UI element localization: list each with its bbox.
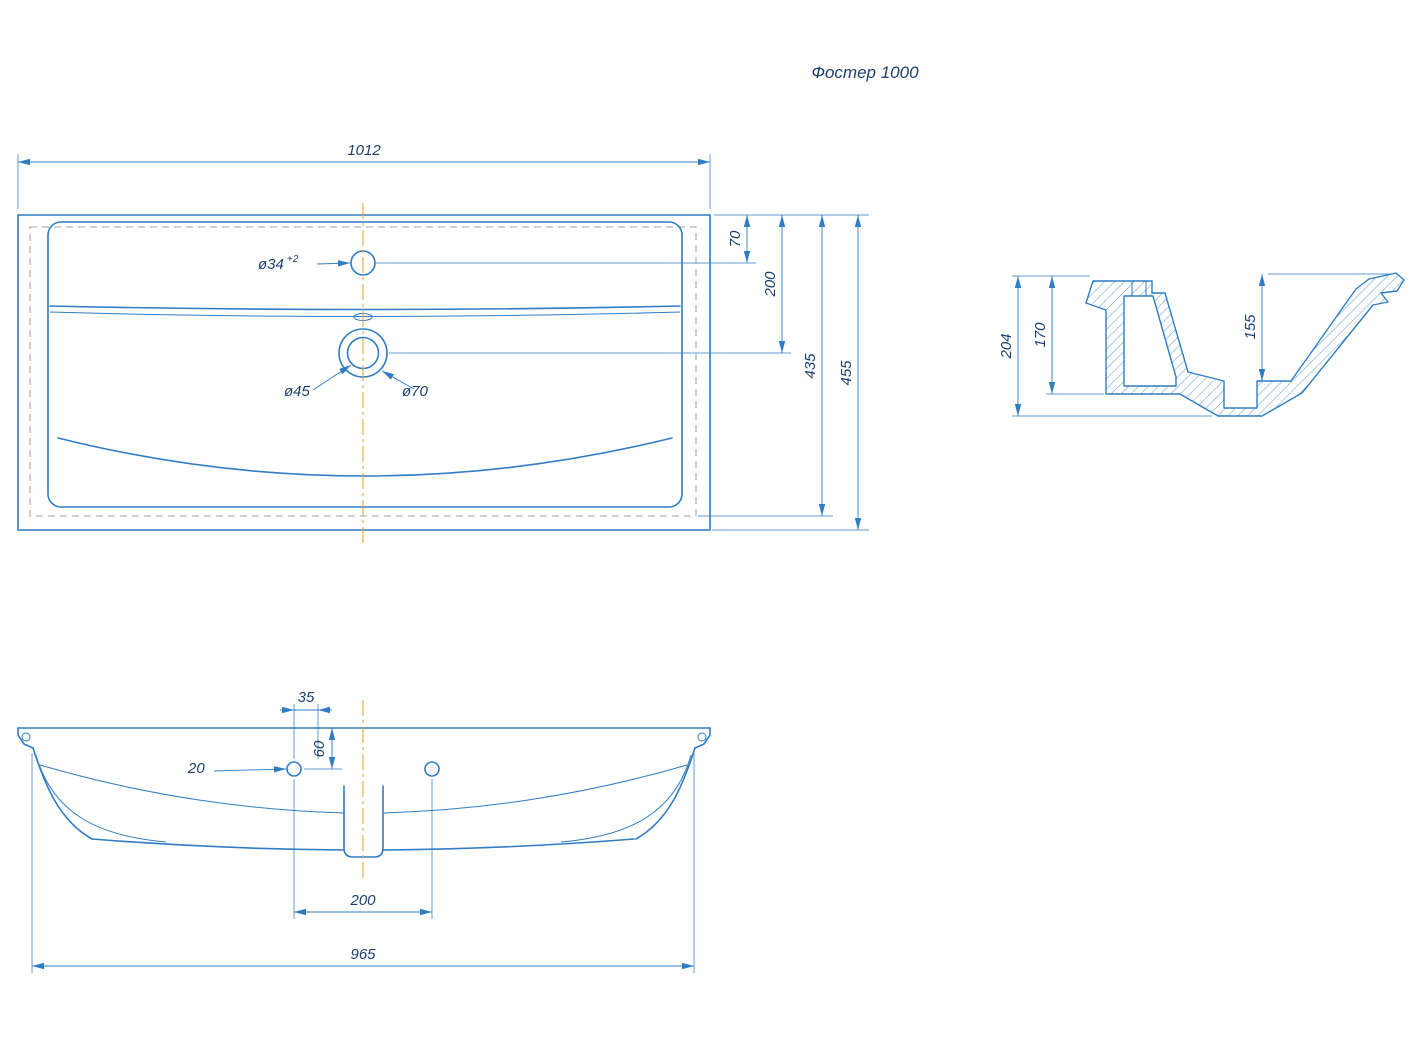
plan-faucet-label-tolerance: +2 (287, 254, 299, 265)
plan-faucet-leader (316, 260, 351, 267)
front-corner-curve-right (560, 754, 692, 843)
front-bottom-left (91, 838, 345, 851)
front-right-tab-hole (697, 732, 707, 742)
side-section-view: 204 170 155 (998, 272, 1405, 417)
front-dim-60-label: 60 (311, 740, 328, 757)
front-left-tab-hole (21, 732, 31, 742)
front-left-tab (17, 727, 34, 749)
top-view: 1012 70 200 435 455 ø34+2 ø45 ø70 (17, 142, 869, 546)
plan-dim-width-label: 1012 (347, 142, 381, 159)
plan-faucet-label-value: ø34 (258, 256, 284, 273)
plan-dim-drain-label: 200 (762, 271, 779, 298)
front-right-hole (424, 761, 440, 777)
front-dim-35-label: 35 (298, 689, 315, 706)
front-view: 35 60 20 200 965 (17, 689, 711, 973)
plan-dim-depth-label: 455 (838, 360, 855, 386)
front-bowl-curve-left (39, 764, 345, 814)
plan-basin-rim (47, 221, 683, 508)
plan-dim-faucet-label: 70 (727, 230, 744, 247)
front-corner-curve-left (35, 754, 167, 843)
plan-outer-edge (17, 214, 711, 531)
plan-deck-edge-upper (49, 305, 681, 311)
front-hole-diameter-leader (213, 766, 287, 773)
plan-deck-edge-lower (49, 311, 681, 317)
front-hole-diameter-label: 20 (187, 760, 205, 777)
front-left-side (32, 747, 93, 840)
section-faucet-hole-cut (1131, 281, 1147, 296)
plan-drain-inner-leader (312, 364, 352, 391)
front-dim-965-label: 965 (350, 946, 376, 963)
plan-faucet-label: ø34+2 (258, 254, 299, 273)
plan-bowl-bottom-curve (57, 437, 673, 477)
drawing-title: Фостер 1000 (811, 63, 919, 82)
section-body (1085, 272, 1405, 417)
front-bottom-right (382, 838, 635, 851)
plan-drain-inner-label: ø45 (284, 383, 311, 400)
plan-drain-outer-leader (381, 370, 415, 390)
plan-dim-inner-depth-label: 435 (802, 353, 819, 379)
front-left-hole (286, 761, 302, 777)
section-dim-bowl-depth-label: 155 (1242, 314, 1259, 340)
plan-drain-outer-label: ø70 (402, 383, 429, 400)
front-right-side (635, 747, 696, 840)
front-dim-200-label: 200 (349, 892, 376, 909)
front-bowl-curve-right (382, 764, 688, 814)
section-dim-body-height-label: 170 (1032, 322, 1049, 348)
front-right-tab (694, 727, 711, 749)
section-dim-total-height-label: 204 (998, 333, 1015, 359)
